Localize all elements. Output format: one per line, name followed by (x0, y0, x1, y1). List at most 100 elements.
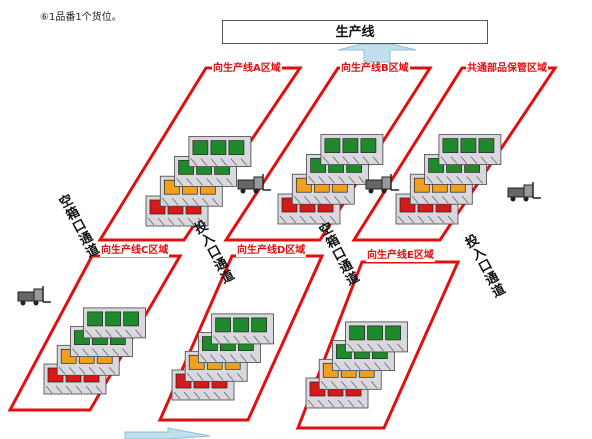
rack-roller (362, 156, 370, 164)
rack-roller (200, 354, 207, 362)
rack-roller (317, 399, 325, 408)
green-box (460, 138, 477, 153)
rack-roller (476, 176, 483, 184)
rack-roller (461, 195, 469, 204)
rack-roller (95, 329, 102, 338)
rack-roller (122, 348, 129, 356)
rack-roller (480, 156, 488, 164)
rack-roller (233, 335, 240, 344)
rack-roller (279, 215, 287, 224)
green-box (342, 138, 359, 153)
rack-roller (186, 373, 194, 381)
rack-roller (360, 381, 368, 389)
rack-roller (95, 385, 103, 394)
rack-roller (407, 215, 415, 224)
green-box (360, 138, 377, 153)
storage-rack (305, 321, 409, 409)
rack-roller (307, 399, 315, 408)
rack-roller (330, 381, 338, 389)
rack-roller (171, 197, 179, 206)
green-box (324, 138, 341, 153)
rack-roller (293, 195, 301, 204)
rack-roller (446, 176, 453, 184)
rack-roller (197, 217, 205, 226)
rack-roller (68, 367, 76, 375)
rack-roller (226, 373, 234, 381)
rack-roller (45, 385, 53, 394)
rack-roller (329, 215, 337, 224)
rack-roller (490, 156, 498, 164)
rack-roller (308, 176, 315, 184)
zone-label-common: 共通部品保管区域 (466, 63, 548, 75)
rack-roller (328, 176, 335, 184)
green-box (251, 317, 267, 333)
forklift-icon (365, 174, 399, 194)
rack-roller (65, 385, 73, 394)
rack-roller (206, 178, 213, 186)
rack-roller (220, 158, 228, 166)
green-box (478, 138, 495, 153)
rack-roller (289, 215, 297, 224)
rack-roller (303, 195, 311, 204)
rack-roller (470, 156, 478, 164)
rack-roller (177, 217, 185, 226)
rack-roller (411, 195, 419, 204)
note-text: ⑥1品番1个货位。 (40, 12, 122, 23)
rack-roller (299, 215, 307, 224)
green-box (87, 311, 103, 327)
rack-roller (147, 217, 155, 226)
rack-roller (58, 367, 66, 375)
rack-roller (157, 217, 165, 226)
rack-roller (186, 178, 193, 186)
rack-roller (460, 156, 468, 164)
rack-roller (450, 156, 458, 164)
storage-rack (145, 136, 252, 227)
zone-label-b: 向生产线B区域 (340, 63, 410, 75)
rack-roller (319, 215, 327, 224)
rack-roller (173, 391, 181, 400)
rack-roller (334, 362, 341, 370)
rack-roller (55, 385, 63, 394)
rack-roller (112, 348, 119, 356)
rack-roller (203, 391, 211, 400)
rack-roller (372, 156, 380, 164)
rack-roller (243, 335, 250, 344)
rack-roller (196, 373, 204, 381)
rack-roller (210, 158, 218, 166)
green-box (210, 140, 227, 155)
rack-roller (338, 176, 345, 184)
rack-roller (216, 373, 224, 381)
storage-rack (171, 313, 275, 401)
rack-roller (72, 348, 79, 356)
rack-roller (426, 176, 433, 184)
rack-roller (230, 158, 238, 166)
green-box (123, 311, 139, 327)
rack-roller (223, 335, 230, 344)
green-box (442, 138, 459, 153)
rack-roller (350, 381, 358, 389)
rack-roller (417, 215, 425, 224)
rack-roller (348, 176, 355, 184)
rack-roller (236, 373, 244, 381)
rack-roller (352, 156, 360, 164)
rack-roller (437, 215, 445, 224)
rack-roller (213, 335, 220, 344)
rack-roller (387, 343, 394, 352)
zone-label-a: 向生产线A区域 (212, 63, 282, 75)
storage-rack (277, 134, 384, 225)
rack-roller (105, 329, 112, 338)
rack-roller (397, 215, 405, 224)
rack-roller (447, 215, 455, 224)
rack-roller (226, 178, 233, 186)
rack-roller (191, 197, 199, 206)
rack-roller (347, 399, 355, 408)
rack-roller (213, 391, 221, 400)
rack-roller (78, 367, 86, 375)
rack-roller (397, 343, 404, 352)
rack-roller (250, 354, 257, 362)
production-line-arrow (337, 43, 417, 63)
zone-label-d: 向生产线D区域 (236, 245, 307, 257)
rack-roller (187, 217, 195, 226)
storage-rack (395, 134, 502, 225)
